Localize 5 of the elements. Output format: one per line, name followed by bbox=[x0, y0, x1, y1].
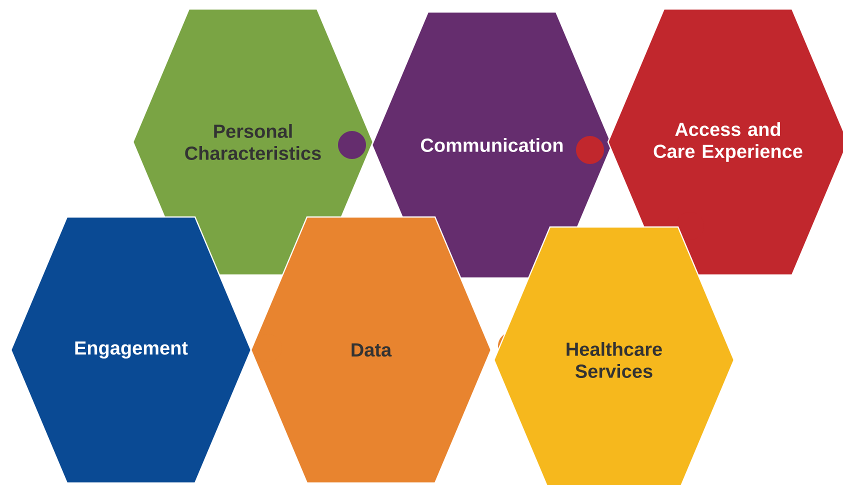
puzzle-hexagon: Access and Care Experience bbox=[576, 8, 843, 276]
puzzle-hexagon: Communication bbox=[338, 11, 613, 279]
puzzle-hexagon: Engagement bbox=[10, 216, 252, 484]
puzzle-hexagon: Healthcare Services bbox=[493, 226, 735, 485]
puzzle-hexagon: Data bbox=[250, 216, 526, 484]
